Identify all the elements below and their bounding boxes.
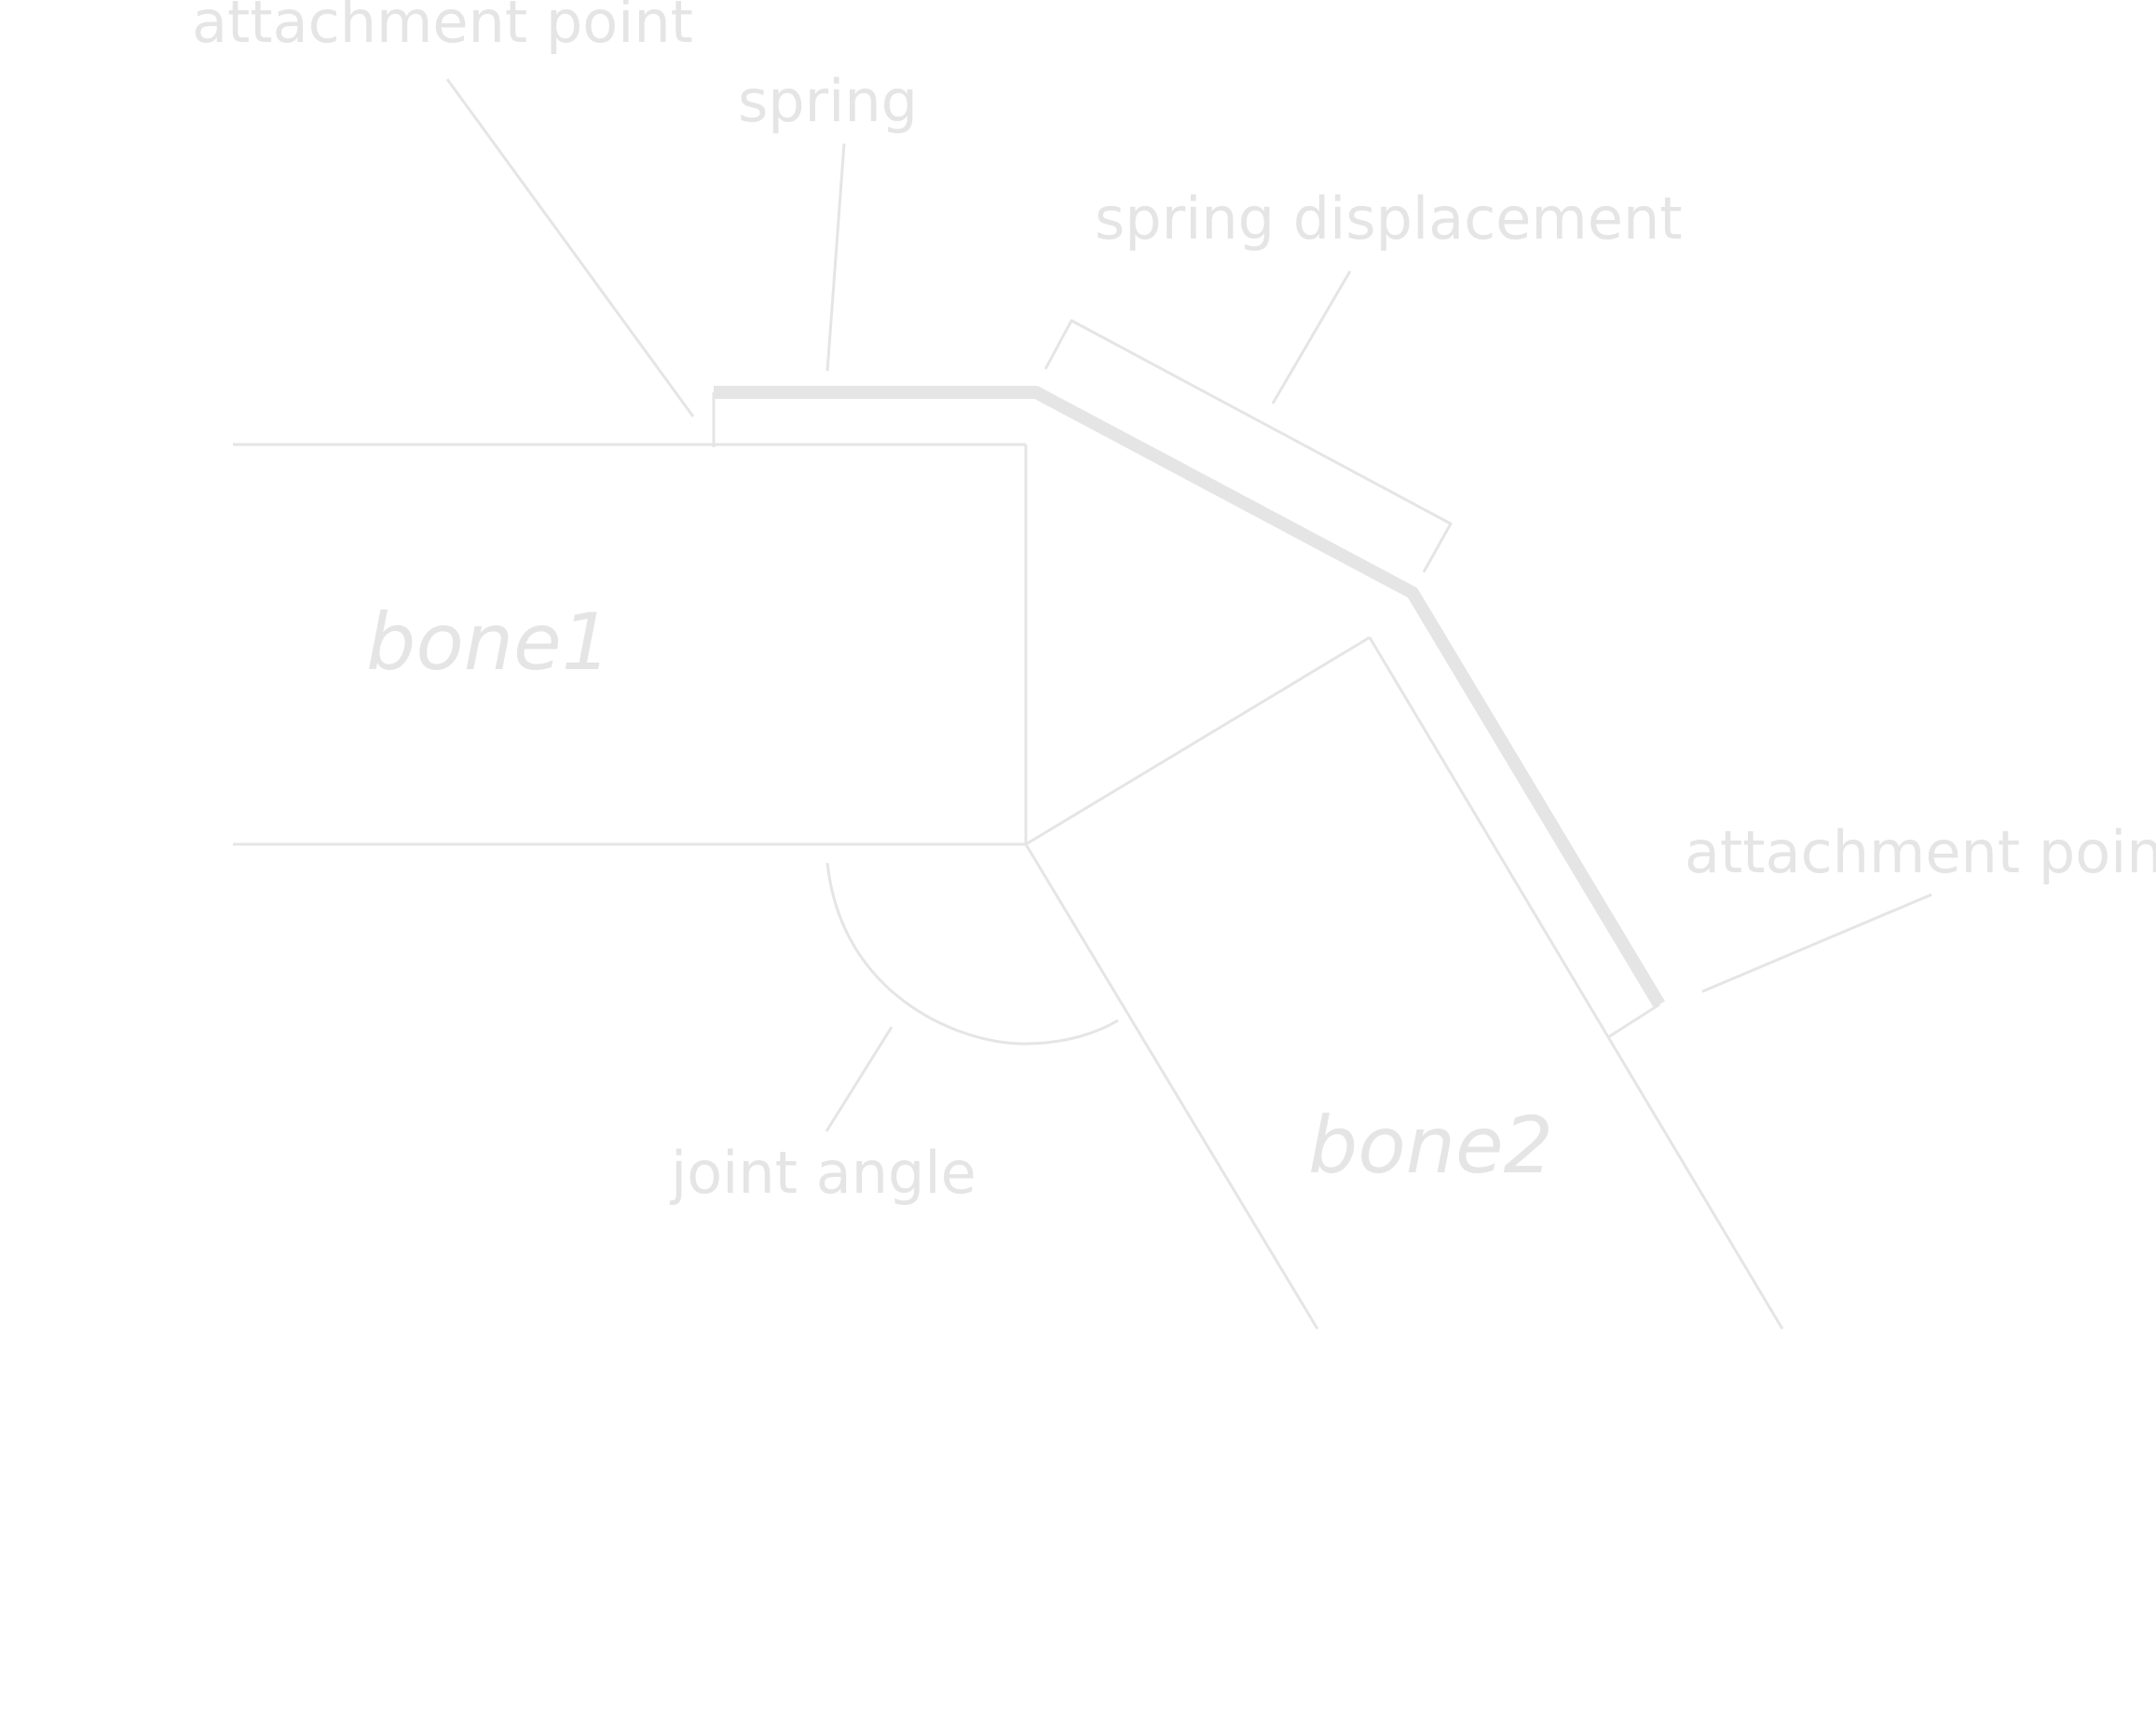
label-spring: spring [738,67,918,135]
label-bone2: bone2 [1308,1100,1553,1191]
leader-spring-displacement [1271,270,1352,404]
label-attachment-point-right: attachment point [1685,818,2156,886]
label-spring-displacement: spring displacement [1095,185,1683,253]
label-attachment-point-top: attachment point [192,0,693,56]
spring-line [714,386,1666,1008]
label-bone1: bone1 [366,596,611,688]
attachment-tick-bone2 [1607,1003,1660,1039]
leader-spring [826,143,846,372]
joint-angle-arc [826,862,1119,1046]
leader-joint-angle [825,1026,894,1132]
displacement-bracket [1044,319,1453,573]
bone2-shape [1024,636,1784,1330]
leader-attachment-right [1701,893,1932,993]
bone1-shape [233,443,1028,846]
label-joint-angle: joint angle [669,1139,976,1207]
leader-attachment-top [445,78,695,417]
